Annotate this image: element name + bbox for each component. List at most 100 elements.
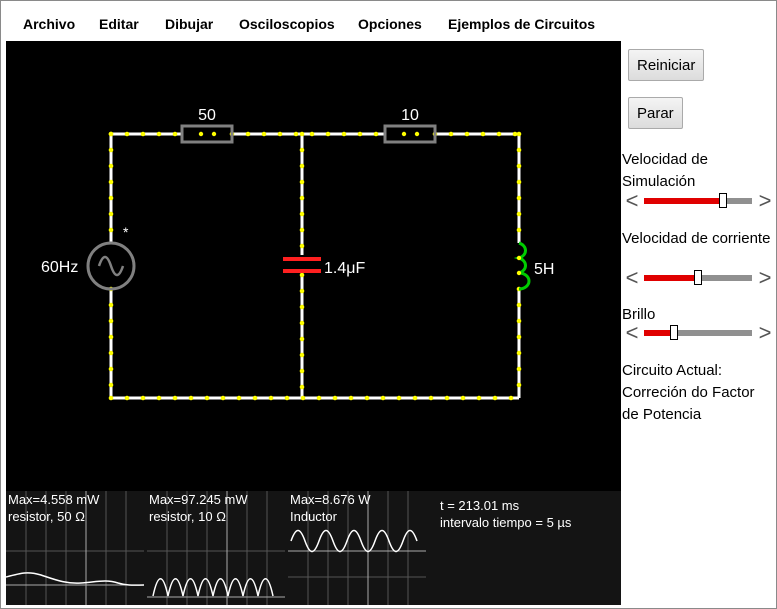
current-dot [211, 131, 217, 137]
slider-knob[interactable] [718, 193, 727, 208]
current-dot [299, 195, 305, 201]
current-dot [299, 352, 305, 358]
current-dot [396, 395, 402, 401]
current-dot [108, 211, 114, 217]
resistor-50[interactable] [180, 124, 234, 144]
scope-max-value: Max=8.676 W [290, 492, 371, 507]
wires [109, 132, 521, 400]
current-dot [268, 395, 274, 401]
resistor-10[interactable] [383, 124, 437, 144]
menu-ejemplos-de-circuitos[interactable]: Ejemplos de Circuitos [448, 16, 596, 32]
current-dot [198, 131, 204, 137]
current-dot [516, 255, 522, 261]
scope-element-label: resistor, 10 Ω [149, 509, 226, 524]
current-dot [316, 395, 322, 401]
scope-trace [290, 529, 418, 553]
current-dot [156, 131, 162, 137]
current-dot [300, 395, 306, 401]
chevron-right-icon[interactable]: > [758, 188, 772, 213]
current-dot [299, 227, 305, 233]
scope-graph [147, 491, 285, 605]
slider-track[interactable] [644, 270, 752, 285]
current-dot [516, 334, 522, 340]
current-dot [309, 131, 315, 137]
current-dot [516, 211, 522, 217]
scope-resistor-50[interactable]: Max=4.558 mW resistor, 50 Ω [6, 491, 144, 605]
slider-track[interactable] [644, 193, 752, 208]
inductor[interactable] [513, 241, 531, 291]
reset-button[interactable]: Reiniciar [628, 49, 705, 81]
current-dot [277, 131, 283, 137]
resistor-50-label: 50 [198, 107, 216, 124]
current-dot [516, 302, 522, 308]
current-dot [516, 270, 522, 276]
slider-track[interactable] [644, 325, 752, 340]
current-dot [124, 131, 130, 137]
current-dot [516, 179, 522, 185]
scope-trace [6, 572, 144, 586]
slider-knob[interactable] [694, 270, 702, 285]
current-circuit-label: Circuito Actual: Correción do Factor de … [622, 362, 755, 423]
current-dot [516, 366, 522, 372]
current-dot [108, 350, 114, 356]
current-dot [508, 395, 514, 401]
slider-knob[interactable] [670, 325, 679, 340]
brightness-slider[interactable]: < > [622, 320, 776, 345]
scope-graph [6, 491, 144, 605]
chevron-left-icon[interactable]: < [625, 320, 639, 345]
current-dot [293, 131, 299, 137]
sim-speed-label: Velocidad de Simulación [622, 151, 708, 190]
current-dot [284, 395, 290, 401]
current-dot [236, 395, 242, 401]
current-dot [299, 243, 305, 249]
scope-grid [6, 491, 144, 605]
current-dot [172, 395, 178, 401]
sim-speed-slider[interactable]: < > [622, 188, 776, 213]
circuit-diagram[interactable]: 50 10 60Hz * 1.4μF 5H [6, 41, 621, 491]
menu-opciones[interactable]: Opciones [358, 16, 422, 32]
current-dot [512, 131, 518, 137]
current-dot [108, 147, 114, 153]
current-dot [299, 320, 305, 326]
current-dot [261, 131, 267, 137]
chevron-left-icon[interactable]: < [625, 188, 639, 213]
current-dot [108, 318, 114, 324]
ac-source[interactable] [86, 241, 136, 291]
slider-fill [644, 330, 675, 336]
slider-fill [644, 275, 698, 281]
scope-inductor[interactable]: Max=8.676 W Inductor [288, 491, 426, 605]
current-dot [108, 366, 114, 372]
current-dot [357, 131, 363, 137]
current-dot [299, 272, 305, 278]
menu-dibujar[interactable]: Dibujar [165, 16, 214, 32]
current-dot [108, 334, 114, 340]
source-polarity-marker: * [123, 224, 129, 240]
current-dot [412, 395, 418, 401]
current-dots [108, 131, 522, 401]
current-dot [108, 382, 114, 388]
current-dot [299, 368, 305, 374]
current-dot [299, 147, 305, 153]
current-dot [516, 382, 522, 388]
current-dot [480, 131, 486, 137]
inductor-label: 5H [534, 261, 554, 278]
simulation-info: t = 213.01 ms intervalo tiempo = 5 µs [440, 497, 571, 531]
menu-osciloscopios[interactable]: Osciloscopios [239, 16, 335, 32]
menu-editar[interactable]: Editar [99, 16, 139, 32]
current-dot [414, 131, 420, 137]
ac-source-label: 60Hz [41, 259, 78, 276]
current-dot [325, 131, 331, 137]
chevron-left-icon[interactable]: < [625, 265, 639, 290]
chevron-right-icon[interactable]: > [758, 265, 772, 290]
current-dot [140, 131, 146, 137]
resistor-10-label: 10 [401, 107, 419, 124]
current-dot [299, 131, 305, 137]
chevron-right-icon[interactable]: > [758, 320, 772, 345]
current-dot [516, 318, 522, 324]
current-speed-slider[interactable]: < > [622, 265, 776, 290]
stop-button[interactable]: Parar [628, 97, 683, 129]
menu-archivo[interactable]: Archivo [23, 16, 76, 32]
scope-resistor-10[interactable]: Max=97.245 mW resistor, 10 Ω [147, 491, 285, 605]
circuit-canvas[interactable]: 50 10 60Hz * 1.4μF 5H [6, 41, 621, 605]
current-dot [299, 163, 305, 169]
